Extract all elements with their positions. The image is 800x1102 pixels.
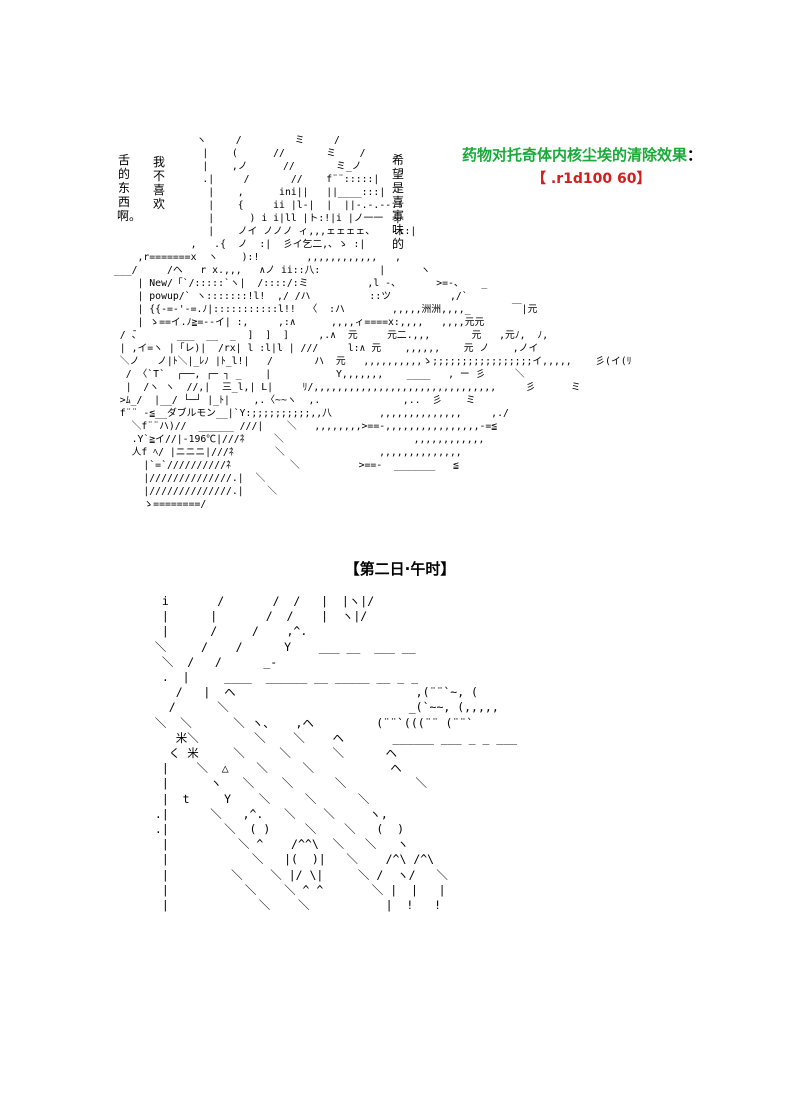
vertical-text-col1: 舌的东西啊。 [117, 153, 142, 223]
ascii-art-bottom-scene: i / / / | |ヽ|/ | | / / | ヽ|/ | / / ,^. ＼… [154, 594, 518, 913]
effect-title-text: 药物对托奇体内核尘埃的清除效果 [462, 146, 688, 164]
effect-title: 药物对托奇体内核尘埃的清除效果： [462, 144, 702, 165]
ascii-art-top-scene: ヽ / ミ / | ( // ミ / | ,ノ // ミ_ノ .| / // f… [113, 135, 632, 510]
day-time-heading: 【第二日·午时】 [344, 560, 456, 578]
dice-roll-result: 【 .r1d100 60】 [532, 171, 651, 187]
vertical-text-col3: 希望是喜寡味的 [391, 153, 404, 251]
vertical-text-col2: 我不喜欢 [152, 155, 165, 211]
effect-title-colon: ： [687, 146, 703, 164]
